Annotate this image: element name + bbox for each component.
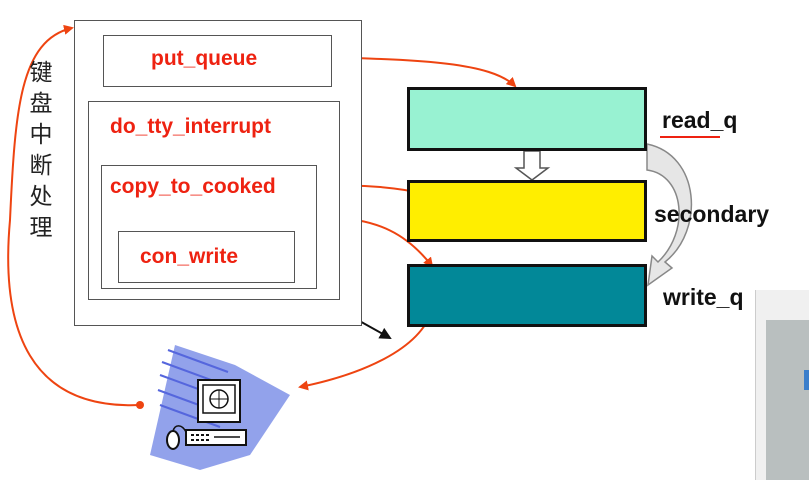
secondary-buffer xyxy=(407,180,647,242)
photo-blue-strip xyxy=(804,370,809,390)
con-write-label: con_write xyxy=(140,245,239,268)
write-q-buffer xyxy=(407,264,647,327)
read-q-buffer xyxy=(407,87,647,151)
read-to-secondary-hollow-arrow xyxy=(513,150,551,181)
copy-to-cooked-label: copy_to_cooked xyxy=(110,175,276,198)
do-tty-interrupt-label: do_tty_interrupt xyxy=(110,115,272,138)
write-q-label: write_q xyxy=(663,284,744,310)
put-queue-box xyxy=(103,35,332,87)
photo-wall-panel xyxy=(766,320,809,480)
con-write-box xyxy=(118,231,295,283)
keyboard-interrupt-arrow xyxy=(7,24,141,407)
keyboard-interrupt-label: 键 盘 中 断 处 理 xyxy=(29,60,53,241)
secondary-label: secondary xyxy=(654,201,770,227)
keyboard-arrow-start-dot xyxy=(136,401,144,409)
photo-overlay xyxy=(755,290,809,480)
read-to-write-curved-arrow xyxy=(646,143,693,287)
read-q-label: read_q xyxy=(662,107,738,133)
computer-terminal-icon xyxy=(150,345,290,470)
put-queue-label: put_queue xyxy=(151,47,258,70)
